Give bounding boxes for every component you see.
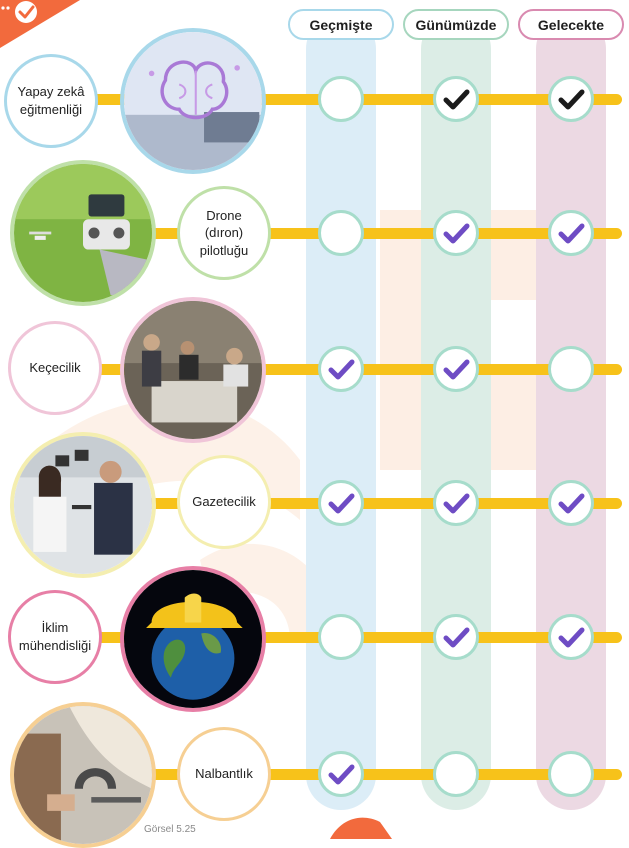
status-circle-past[interactable]	[318, 346, 364, 392]
checkmark-icon	[558, 627, 585, 648]
checkmark-icon	[443, 627, 470, 648]
status-circle-present[interactable]	[433, 480, 479, 526]
checkmark-icon	[328, 359, 355, 380]
journalist-photo	[10, 432, 156, 578]
job-label: Drone (dıron) pilotluğu	[177, 186, 271, 280]
job-label: Gazetecilik	[177, 455, 271, 549]
horseshoe-icon	[14, 706, 152, 844]
earth-hardhat-icon	[124, 570, 262, 708]
column-header-future: Gelecekte	[518, 9, 624, 40]
column-header-present: Günümüzde	[403, 9, 509, 40]
interview-icon	[14, 436, 152, 574]
job-label: İklim mühendisliği	[8, 590, 102, 684]
status-circle-present[interactable]	[433, 346, 479, 392]
status-circle-future[interactable]	[548, 480, 594, 526]
status-circle-future[interactable]	[548, 346, 594, 392]
status-circle-future[interactable]	[548, 210, 594, 256]
column-header-past: Geçmişte	[288, 9, 394, 40]
ai-trainer-photo	[120, 28, 266, 174]
status-circle-past[interactable]	[318, 76, 364, 122]
brain-hologram-icon	[124, 32, 262, 170]
status-circle-present[interactable]	[433, 210, 479, 256]
checkmark-icon	[558, 223, 585, 244]
checkmark-icon	[443, 359, 470, 380]
checkmark-icon	[443, 223, 470, 244]
status-circle-past[interactable]	[318, 614, 364, 660]
job-label: Yapay zekâ eğitmenliği	[4, 54, 98, 148]
status-circle-present[interactable]	[433, 751, 479, 797]
checkmark-icon	[443, 493, 470, 514]
column-present-background	[421, 14, 491, 810]
drone-controller-icon	[14, 164, 152, 302]
felt-making-photo	[120, 297, 266, 443]
job-label: Nalbantlık	[177, 727, 271, 821]
drone-pilot-photo	[10, 160, 156, 306]
check-badge-icon	[0, 0, 80, 48]
column-past-background	[306, 14, 376, 810]
status-circle-present[interactable]	[433, 614, 479, 660]
farrier-photo	[10, 702, 156, 848]
status-circle-future[interactable]	[548, 614, 594, 660]
status-circle-future[interactable]	[548, 751, 594, 797]
checkmark-icon	[558, 493, 585, 514]
checkmark-icon	[328, 764, 355, 785]
figure-caption: Görsel 5.25	[144, 824, 196, 835]
job-label: Keçecilik	[8, 321, 102, 415]
felt-workshop-icon	[124, 301, 262, 439]
checkmark-icon	[328, 493, 355, 514]
column-future-background	[536, 14, 606, 810]
status-circle-past[interactable]	[318, 210, 364, 256]
status-circle-past[interactable]	[318, 751, 364, 797]
status-circle-present[interactable]	[433, 76, 479, 122]
status-circle-future[interactable]	[548, 76, 594, 122]
status-circle-past[interactable]	[318, 480, 364, 526]
checkmark-icon	[443, 89, 470, 110]
checkmark-icon	[558, 89, 585, 110]
climate-engineering-photo	[120, 566, 266, 712]
